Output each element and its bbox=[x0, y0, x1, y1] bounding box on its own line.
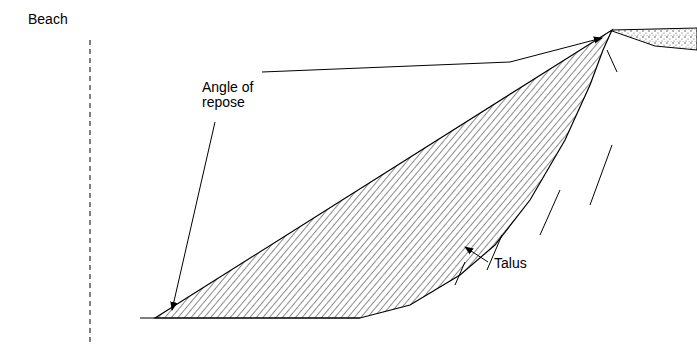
leader-lines bbox=[172, 38, 602, 310]
beach-label: Beach bbox=[28, 12, 108, 27]
talus-wedge bbox=[155, 30, 612, 318]
ground-line bbox=[140, 317, 360, 318]
beach-line bbox=[90, 40, 91, 346]
talus-label: Talus bbox=[494, 256, 554, 271]
rock-cap bbox=[612, 28, 697, 50]
angle-label: Angle of repose bbox=[202, 80, 272, 110]
cliff-strokes bbox=[455, 50, 617, 285]
